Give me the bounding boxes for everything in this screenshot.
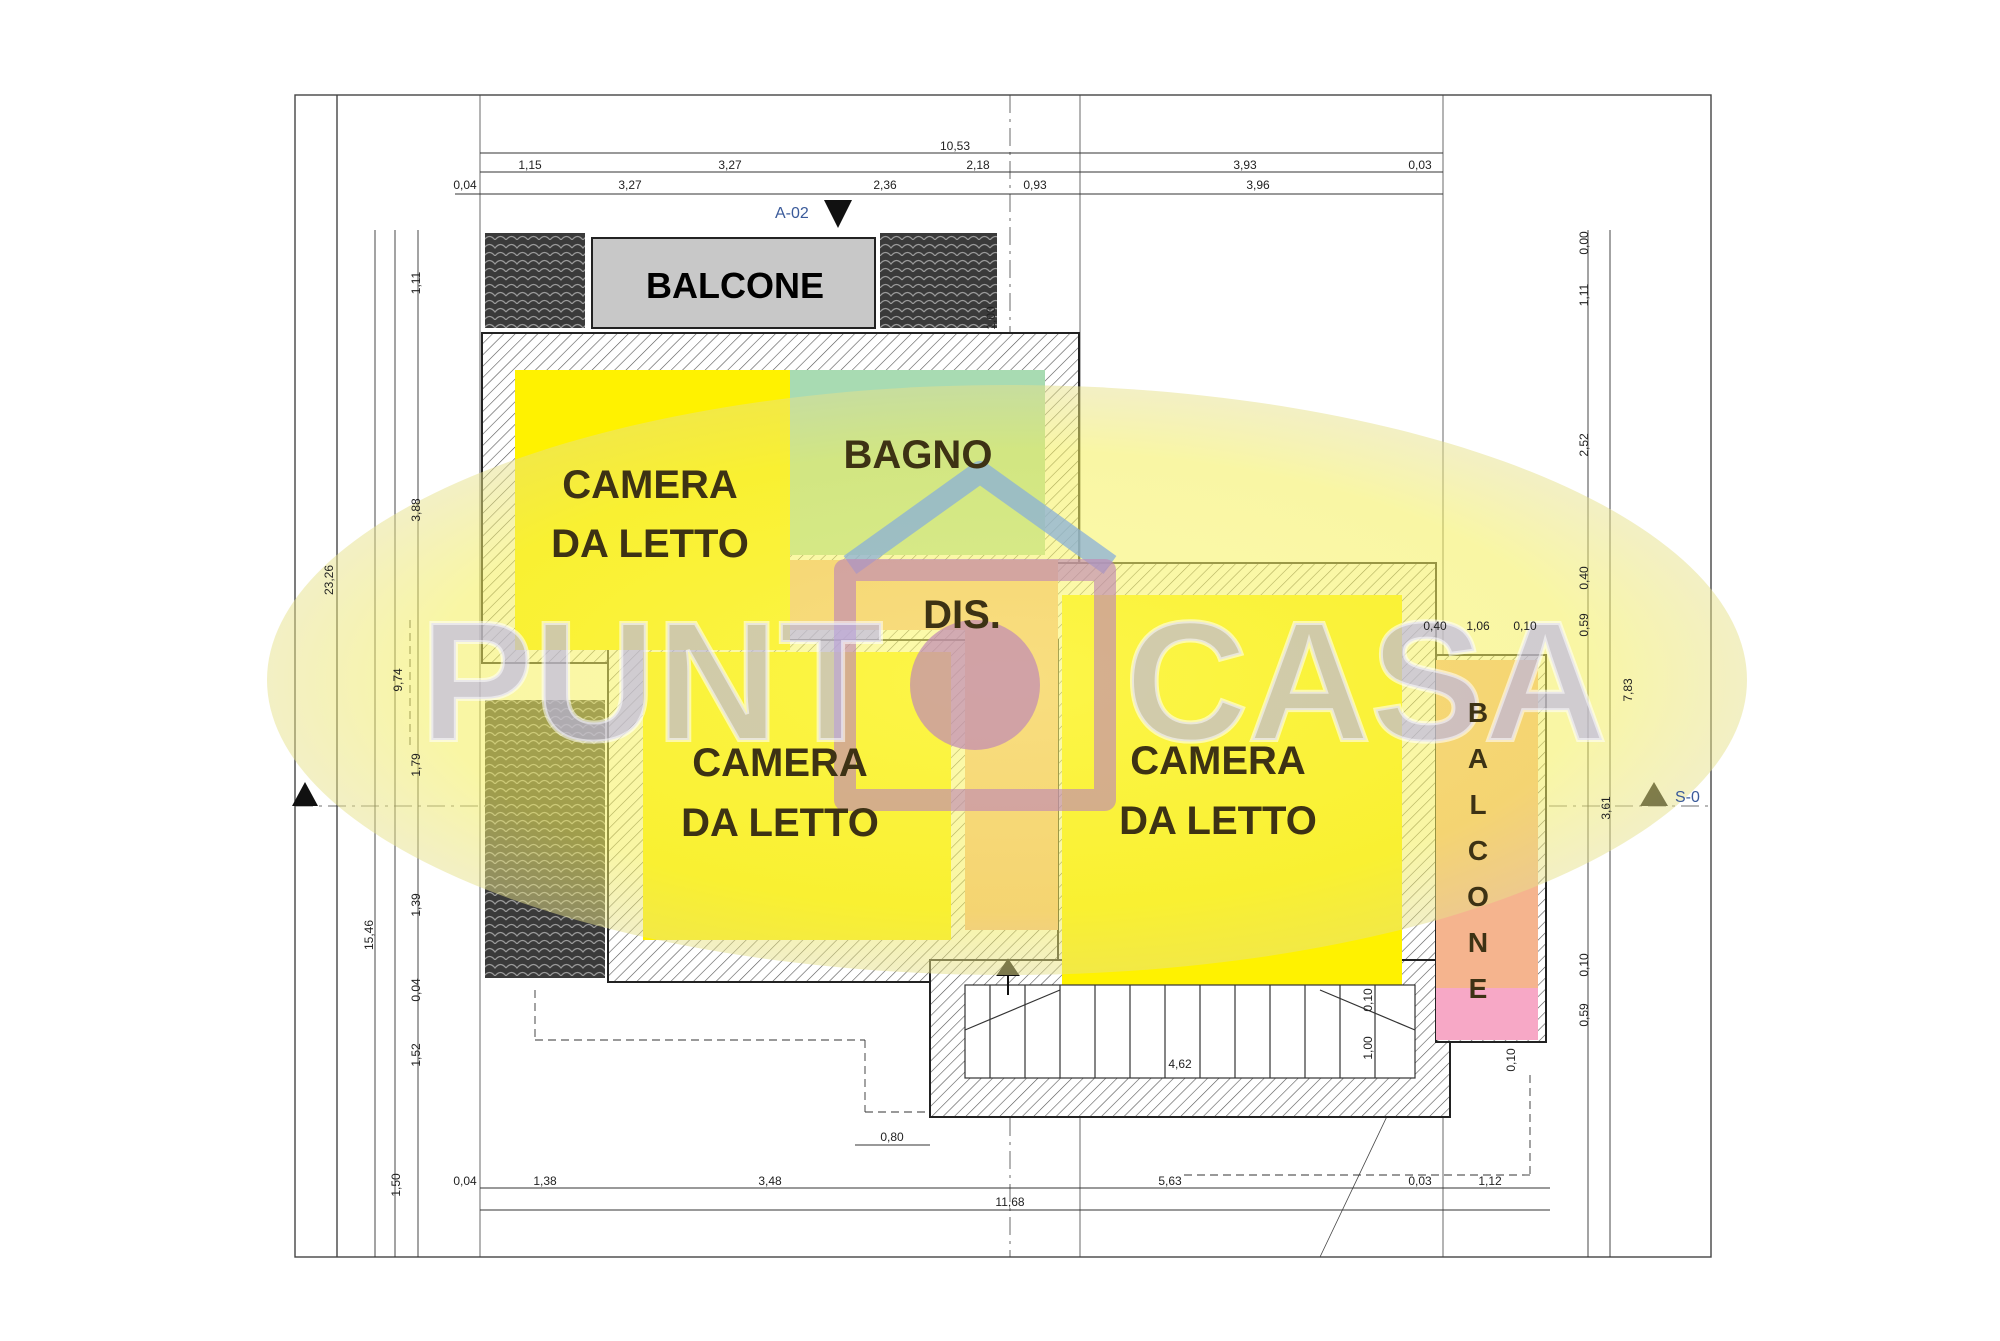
dim-bottom-row1: 0,04 — [453, 1174, 477, 1188]
tag-section-s: S-0 — [1675, 789, 1700, 806]
dim-top-row1: 1,15 — [518, 158, 542, 172]
dim-left-inner: 1,39 — [409, 893, 423, 917]
dim-right-inner: 0,59 — [1577, 613, 1591, 637]
dim-left-outer: 23,26 — [322, 565, 336, 595]
dim-stair: 0,10 — [1504, 1048, 1518, 1072]
dim-left-inner: 1,79 — [409, 753, 423, 777]
dim-stair: 1,00 — [984, 306, 998, 330]
dim-right-inner: 3,61 — [1599, 796, 1613, 820]
label-camera-1-line1: CAMERA — [562, 463, 738, 507]
dim-right-inner: 0,00 — [1577, 231, 1591, 255]
dim-top-overall: 10,53 — [940, 139, 970, 153]
dim-top-row1: 0,03 — [1408, 158, 1432, 172]
label-camera-1-line2: DA LETTO — [551, 522, 749, 566]
dim-right-balcony: 0,40 — [1423, 619, 1447, 633]
dim-right-balcony: 1,06 — [1466, 619, 1490, 633]
dim-stair: 0,80 — [880, 1130, 904, 1144]
label-balcone-side-letter: O — [1467, 881, 1489, 912]
dim-right-inner: 2,52 — [1577, 433, 1591, 457]
dim-bottom-overall: 11,68 — [995, 1195, 1024, 1209]
section-marker-a — [824, 200, 852, 228]
dim-stair: 0,10 — [1361, 988, 1375, 1012]
brand-text-left: PUNT — [420, 587, 883, 777]
dim-top-row2: 3,96 — [1246, 178, 1270, 192]
label-balcone-side: B A L C O N E — [1467, 697, 1489, 1004]
dim-top-row1: 3,93 — [1233, 158, 1257, 172]
tiles-top-left — [485, 233, 585, 328]
dim-top-row2: 0,04 — [453, 178, 477, 192]
tiles-top-right — [880, 233, 997, 328]
dim-stair: 1,00 — [1361, 1036, 1375, 1060]
dim-left-outer: 15,46 — [362, 920, 376, 950]
dim-top-row1: 3,27 — [718, 158, 742, 172]
dim-bottom-row1: 1,38 — [533, 1174, 557, 1188]
dim-top-row2: 3,27 — [618, 178, 642, 192]
dim-right-balcony: 0,10 — [1513, 619, 1537, 633]
section-marker-left — [292, 782, 318, 806]
label-balcone-side-letter: C — [1468, 835, 1488, 866]
dim-left-inner: 0,04 — [409, 978, 423, 1002]
label-bagno: BAGNO — [844, 433, 993, 477]
dim-top-row2: 0,93 — [1023, 178, 1047, 192]
dim-right-inner: 0,59 — [1577, 1003, 1591, 1027]
label-camera-3-line2: DA LETTO — [1119, 799, 1317, 843]
brand-text-right: CASA — [1125, 587, 1607, 777]
label-balcone-side-letter: N — [1468, 927, 1488, 958]
tag-section-a: A-02 — [775, 205, 809, 222]
dim-left-inner: 1,52 — [409, 1043, 423, 1067]
dim-bottom-row1: 3,48 — [758, 1174, 782, 1188]
dim-bottom-row1: 5,63 — [1158, 1174, 1182, 1188]
house-icon — [834, 461, 1117, 811]
dim-right-inner: 0,10 — [1577, 953, 1591, 977]
dim-right-outer: 7,83 — [1621, 678, 1635, 702]
label-balcone-side-letter: B — [1468, 697, 1488, 728]
dim-right-inner: 1,11 — [1577, 283, 1591, 306]
dim-top-row2: 2,36 — [873, 178, 897, 192]
balcony-top — [591, 237, 876, 329]
dim-left-inner: 9,74 — [391, 668, 405, 692]
dim-left-inner: 1,11 — [409, 271, 423, 294]
dim-bottom-row1: 1,12 — [1478, 1174, 1502, 1188]
label-camera-2-line2: DA LETTO — [681, 801, 879, 845]
label-balcone-side-letter: A — [1468, 743, 1488, 774]
dim-right-inner: 0,40 — [1577, 566, 1591, 590]
label-camera-2-line1: CAMERA — [692, 741, 868, 785]
label-camera-3-line1: CAMERA — [1130, 739, 1306, 783]
dim-left-inner: 3,88 — [409, 498, 423, 522]
balcony-side-bottom — [1436, 988, 1538, 1040]
dim-top-row1: 2,18 — [966, 158, 990, 172]
dim-stair: 4,62 — [1168, 1057, 1192, 1071]
label-dis: DIS. — [923, 593, 1001, 637]
label-balcone-side-letter: L — [1469, 789, 1486, 820]
label-balcone-top: BALCONE — [646, 265, 824, 306]
dim-bottom-row1: 0,03 — [1408, 1174, 1432, 1188]
staircase — [964, 984, 1416, 1079]
dim-left-outer: 1,50 — [389, 1173, 403, 1197]
label-balcone-side-letter: E — [1469, 973, 1488, 1004]
